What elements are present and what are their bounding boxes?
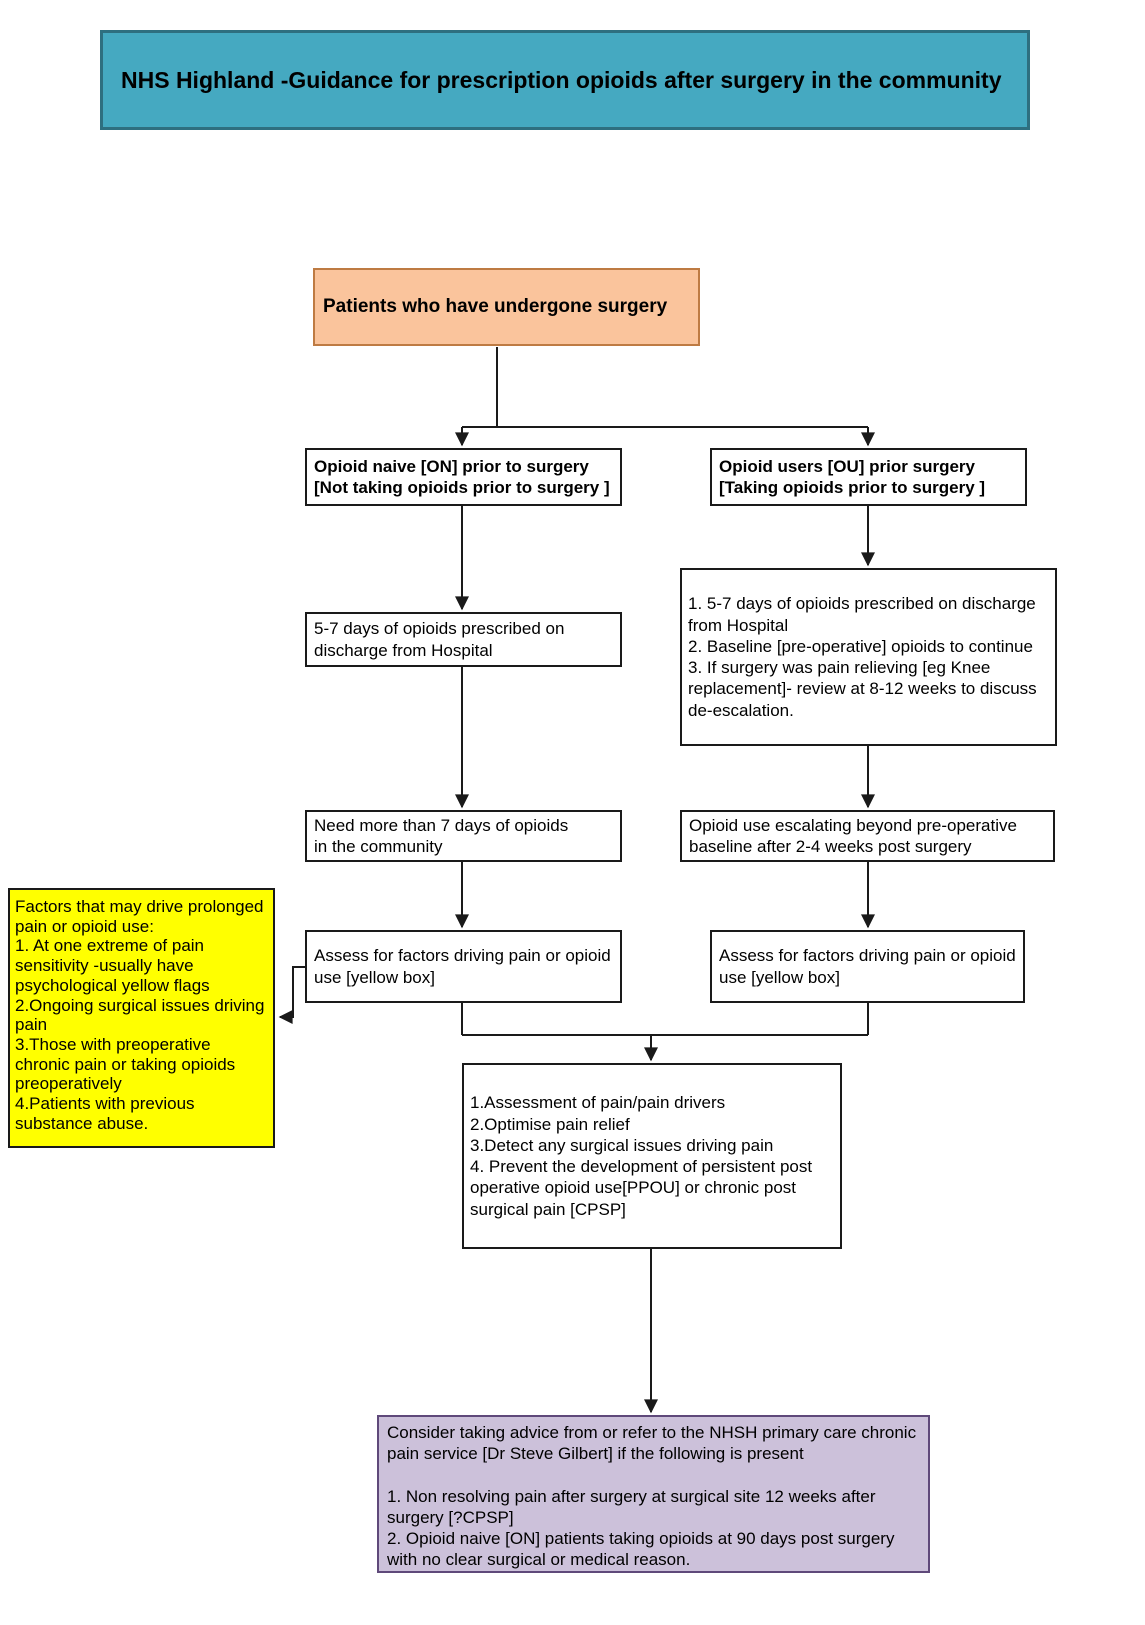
title-banner: NHS Highland -Guidance for prescription … xyxy=(100,30,1030,130)
node-start-text: Patients who have undergone surgery xyxy=(323,296,668,318)
referral-item-2: 2. Opioid naive [ON] patients taking opi… xyxy=(387,1529,895,1570)
management-item-4: 4. Prevent the development of persistent… xyxy=(470,1157,813,1219)
node-opioid-naive: Opioid naive [ON] prior to surgery [Not … xyxy=(305,448,622,506)
factors-item-1: 1. At one extreme of pain sensitivity -u… xyxy=(15,936,210,995)
node-assess-left: Assess for factors driving pain or opioi… xyxy=(305,930,622,1003)
node-opioid-users-line1: Opioid users [OU] prior surgery xyxy=(719,456,975,476)
node-ou-discharge-item-3: 3. If surgery was pain relieving [eg Kne… xyxy=(688,658,1037,720)
node-assess-right-text: Assess for factors driving pain or opioi… xyxy=(719,946,1016,987)
page-title: NHS Highland -Guidance for prescription … xyxy=(121,66,1002,93)
node-referral-purple-box: Consider taking advice from or refer to … xyxy=(377,1415,930,1573)
referral-item-1: 1. Non resolving pain after surgery at s… xyxy=(387,1486,876,1527)
node-opioid-naive-line2: [Not taking opioids prior to surgery ] xyxy=(314,478,610,497)
management-item-2: 2.Optimise pain relief xyxy=(470,1114,630,1134)
management-item-3: 3.Detect any surgical issues driving pai… xyxy=(470,1135,774,1155)
factors-item-3: 3.Those with preoperative chronic pain o… xyxy=(15,1035,236,1094)
node-ou-discharge: 1. 5-7 days of opioids prescribed on dis… xyxy=(680,568,1057,746)
node-ou-discharge-item-1: 1. 5-7 days of opioids prescribed on dis… xyxy=(688,594,1036,635)
factors-item-2: 2.Ongoing surgical issues driving pain xyxy=(15,995,265,1035)
node-opioid-naive-line1: Opioid naive [ON] prior to surgery xyxy=(314,456,589,476)
factors-heading: Factors that may drive prolonged pain or… xyxy=(15,897,264,936)
node-opioid-escalating-text: Opioid use escalating beyond pre-operati… xyxy=(689,815,1017,856)
node-need-more-line1: Need more than 7 days of opioids xyxy=(314,815,569,835)
node-factors-yellow-box: Factors that may drive prolonged pain or… xyxy=(8,888,275,1148)
node-assess-right: Assess for factors driving pain or opioi… xyxy=(710,930,1025,1003)
node-start: Patients who have undergone surgery xyxy=(313,268,700,346)
node-on-discharge-text: 5-7 days of opioids prescribed on discha… xyxy=(314,619,565,660)
node-opioid-users-line2: [Taking opioids prior to surgery ] xyxy=(719,478,986,497)
node-need-more-line2: in the community xyxy=(314,837,443,856)
node-management-plan: 1.Assessment of pain/pain drivers 2.Opti… xyxy=(462,1063,842,1249)
connector-assess-to-factors xyxy=(278,966,305,1024)
factors-item-4: 4.Patients with previous substance abuse… xyxy=(15,1094,195,1133)
node-on-discharge: 5-7 days of opioids prescribed on discha… xyxy=(305,612,622,667)
node-ou-discharge-item-2: 2. Baseline [pre-operative] opioids to c… xyxy=(688,636,1033,656)
node-assess-left-text: Assess for factors driving pain or opioi… xyxy=(314,946,611,987)
management-item-1: 1.Assessment of pain/pain drivers xyxy=(470,1093,726,1113)
referral-items: 1. Non resolving pain after surgery at s… xyxy=(387,1486,920,1571)
node-opioid-escalating: Opioid use escalating beyond pre-operati… xyxy=(680,810,1055,862)
referral-intro: Consider taking advice from or refer to … xyxy=(387,1423,917,1464)
node-opioid-users: Opioid users [OU] prior surgery [Taking … xyxy=(710,448,1027,506)
node-need-more-opioids: Need more than 7 days of opioids in the … xyxy=(305,810,622,862)
